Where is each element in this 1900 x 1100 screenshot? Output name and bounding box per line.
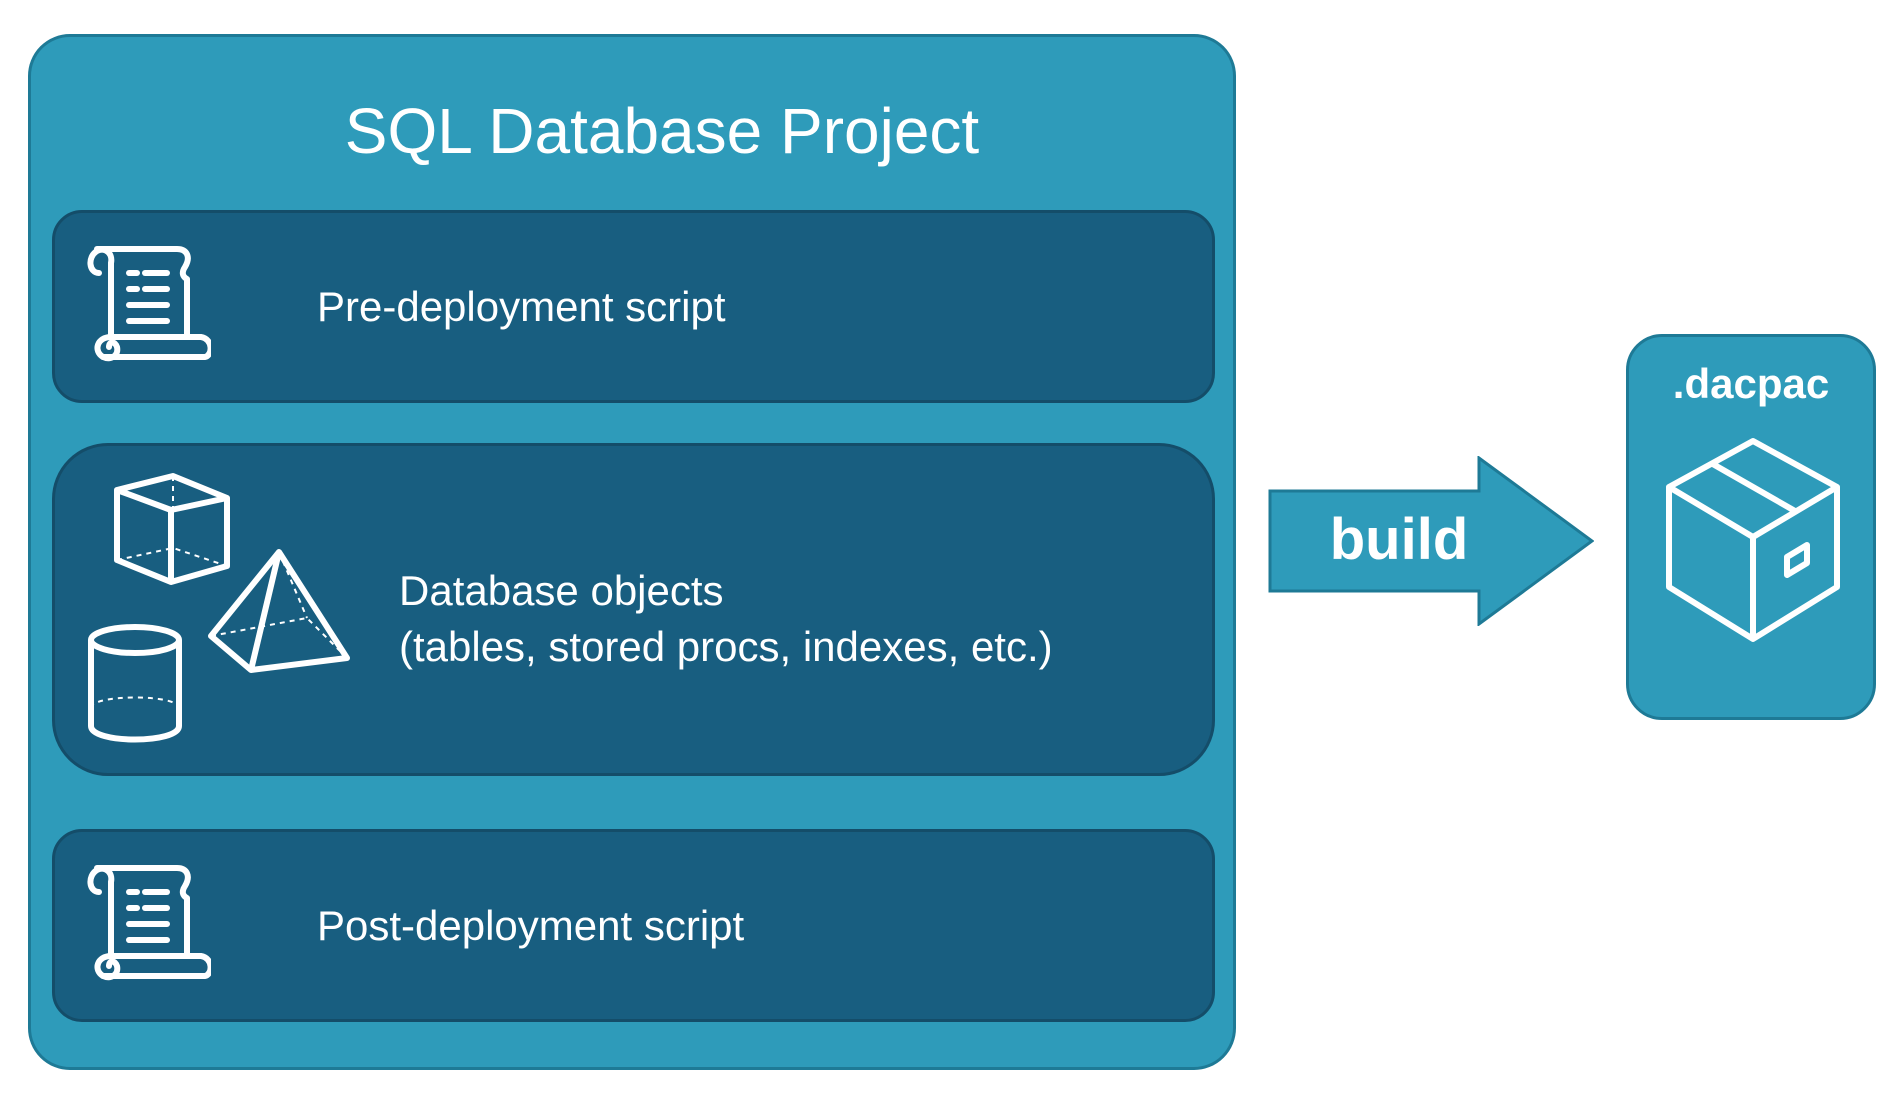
build-label: build [1329, 507, 1469, 572]
sql-database-project-container: SQL Database Project Pre-deployment scri… [28, 34, 1236, 1070]
build-arrow [1268, 456, 1594, 626]
cube-icon [114, 473, 230, 585]
database-objects-section: Database objects (tables, stored procs, … [52, 443, 1215, 776]
post-deployment-label: Post-deployment script [317, 902, 745, 949]
dacpac-label: .dacpac [1672, 360, 1830, 407]
database-objects-subtitle: (tables, stored procs, indexes, etc.) [399, 623, 1053, 670]
package-box-icon [1666, 438, 1840, 642]
post-deployment-section: Post-deployment script [52, 829, 1215, 1022]
database-objects-label: Database objects (tables, stored procs, … [399, 563, 1053, 675]
script-scroll-icon [87, 246, 211, 362]
script-scroll-icon [87, 865, 211, 981]
pre-deployment-label: Pre-deployment script [317, 283, 726, 330]
pre-deployment-section: Pre-deployment script [52, 210, 1215, 403]
pyramid-icon [208, 549, 350, 673]
project-title: SQL Database Project [344, 95, 980, 167]
cylinder-icon [88, 624, 182, 743]
database-objects-title: Database objects [399, 567, 724, 614]
dacpac-container: .dacpac [1626, 334, 1876, 720]
